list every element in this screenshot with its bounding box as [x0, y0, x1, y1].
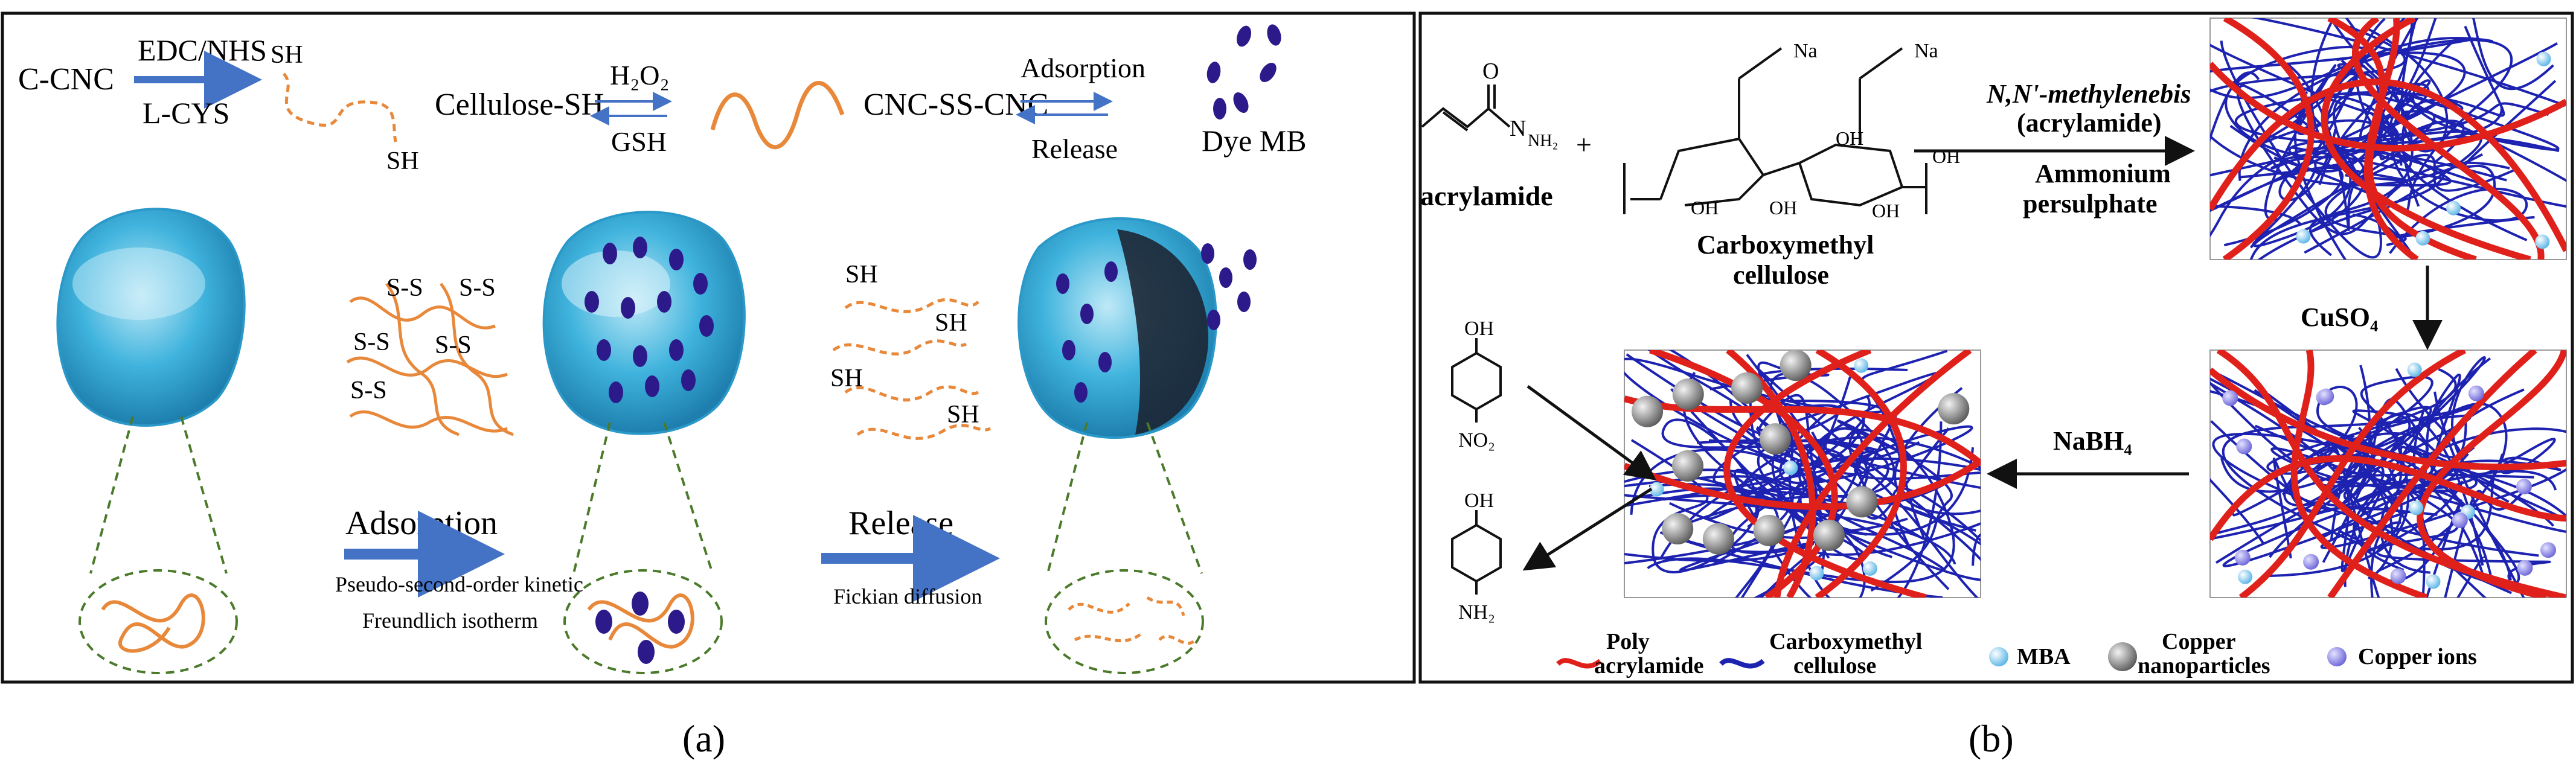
inset-fibers-loaded — [587, 592, 694, 664]
hydrogel-network-top-right — [2209, 18, 2567, 260]
cmc-na-2: Na — [1914, 40, 1938, 62]
legend-cu-np-swatch — [2108, 642, 2137, 671]
legend-cmc-line2: cellulose — [1793, 653, 1876, 678]
aminophenol-oh: OH — [1464, 490, 1494, 512]
gsh-label: GSH — [611, 126, 667, 157]
dye-mb-particles — [1206, 24, 1281, 120]
sh-label-2: SH — [935, 309, 967, 337]
reduction-in-arrow — [1527, 384, 1657, 480]
hydrogel-sphere-empty — [56, 208, 246, 427]
acrylamide-label: acrylamide — [1420, 180, 1553, 211]
cmc-oh-3: OH — [1691, 197, 1719, 219]
sh-label-3: SH — [830, 365, 863, 392]
legend-cu-ions: Copper ions — [2358, 644, 2477, 669]
legend-cu-ion-swatch — [2327, 647, 2347, 666]
isotherm-label: Freundlich isotherm — [362, 608, 538, 633]
initiator-line2: persulphate — [2023, 189, 2157, 219]
legend-mba: MBA — [2017, 644, 2071, 669]
cmc-label-line2: cellulose — [1733, 260, 1829, 290]
nitrophenol-structure — [1451, 338, 1502, 423]
aminophenol-structure — [1451, 510, 1502, 595]
cnc-ss-cnc-label: CNC-SS-CNC — [863, 88, 1048, 122]
reduction-out-arrow — [1522, 487, 1653, 571]
legend-mba-swatch — [1989, 647, 2008, 666]
zoom-guides — [78, 416, 1204, 674]
h2o2-label: H₂O₂ — [610, 60, 670, 91]
cmc-na-1: Na — [1793, 40, 1818, 62]
cmc-label-line1: Carboxymethyl — [1697, 230, 1874, 260]
panel-b-caption: (b) — [1969, 717, 2014, 760]
legend-cmc-swatch — [1719, 658, 1765, 669]
sh-strands — [832, 298, 992, 440]
panel-a: C-CNC EDC/NHS L-CYS SH SH Cellulose-SH H… — [1, 11, 1416, 684]
panel-a-caption: (a) — [682, 717, 725, 760]
initiator-line1: Ammonium — [2035, 159, 2171, 188]
plus-sign: + — [1576, 129, 1592, 160]
sh-top-label: SH — [271, 41, 303, 69]
cellulose-sh-label: Cellulose-SH — [435, 88, 604, 122]
hydrogel-network-cu-np — [1624, 349, 1981, 598]
acrylamide-nh2: NH₂ — [1528, 132, 1558, 150]
ss-label-5: S-S — [350, 377, 387, 404]
crosslinker-line2: (acrylamide) — [2017, 108, 2161, 138]
svg-text:O: O — [1482, 59, 1499, 84]
kinetic-label: Pseudo-second-order kinetic — [335, 572, 583, 596]
sh-label-4: SH — [947, 401, 979, 429]
ss-label-1: S-S — [386, 274, 423, 302]
cmc-oh-1: OH — [1836, 127, 1863, 149]
legend-cu-np-line1: Copper — [2162, 629, 2236, 654]
legend-poly-line1: Poly — [1606, 629, 1650, 654]
inset-fibers-released — [1068, 596, 1197, 645]
adsorption-label: Adsorption — [345, 505, 498, 542]
ss-label-4: S-S — [435, 331, 472, 359]
cellulose-sh-fiber — [283, 72, 397, 142]
nabh4-label: NaBH₄ — [2053, 426, 2132, 456]
legend-cmc-line1: Carboxymethyl — [1769, 629, 1922, 654]
dye-mb-label: Dye MB — [1202, 124, 1307, 158]
inset-fibers-empty — [101, 593, 205, 653]
crosslinker-line1: N,N'-methylenebis — [1986, 79, 2191, 109]
adsorption-top-label: Adsorption — [1020, 53, 1145, 83]
l-cys-label: L-CYS — [143, 96, 229, 130]
hydrogel-sphere-loaded — [542, 211, 746, 435]
cmc-oh-4: OH — [1769, 197, 1797, 219]
cnc-ss-cnc-fiber — [710, 81, 845, 150]
nitrophenol-oh: OH — [1464, 317, 1494, 340]
svg-text:N: N — [1510, 116, 1526, 141]
acrylamide-structure — [1421, 85, 1511, 132]
nitrophenol-no2: NO₂ — [1458, 429, 1495, 451]
diffusion-label: Fickian diffusion — [833, 584, 982, 608]
ss-network — [346, 282, 514, 436]
legend-poly-line2: acrylamide — [1594, 653, 1704, 678]
cmc-oh-5: OH — [1872, 200, 1900, 222]
hydrogel-sphere-releasing — [1017, 217, 1257, 439]
aminophenol-nh2: NH₂ — [1458, 601, 1495, 624]
release-label: Release — [848, 505, 953, 542]
release-top-label: Release — [1031, 133, 1118, 164]
legend-cu-np-line2: nanoparticles — [2138, 653, 2270, 678]
cmc-oh-2: OH — [1932, 145, 1960, 167]
ss-label-2: S-S — [459, 274, 496, 302]
ss-label-3: S-S — [353, 328, 390, 356]
edc-nhs-label: EDC/NHS — [138, 33, 267, 67]
sh-bottom-label: SH — [386, 147, 419, 175]
hydrogel-network-cu-ions — [2209, 349, 2567, 598]
c-cnc-label: C-CNC — [18, 62, 114, 97]
cmc-structure — [1623, 47, 1927, 214]
panel-b: O N NH₂ acrylamide + Na Na OH OH OH OH O… — [1418, 11, 2574, 684]
legend-paa-swatch — [1556, 658, 1602, 669]
sh-label-1: SH — [845, 261, 878, 289]
cuso4-label: CuSO₄ — [2301, 302, 2378, 332]
